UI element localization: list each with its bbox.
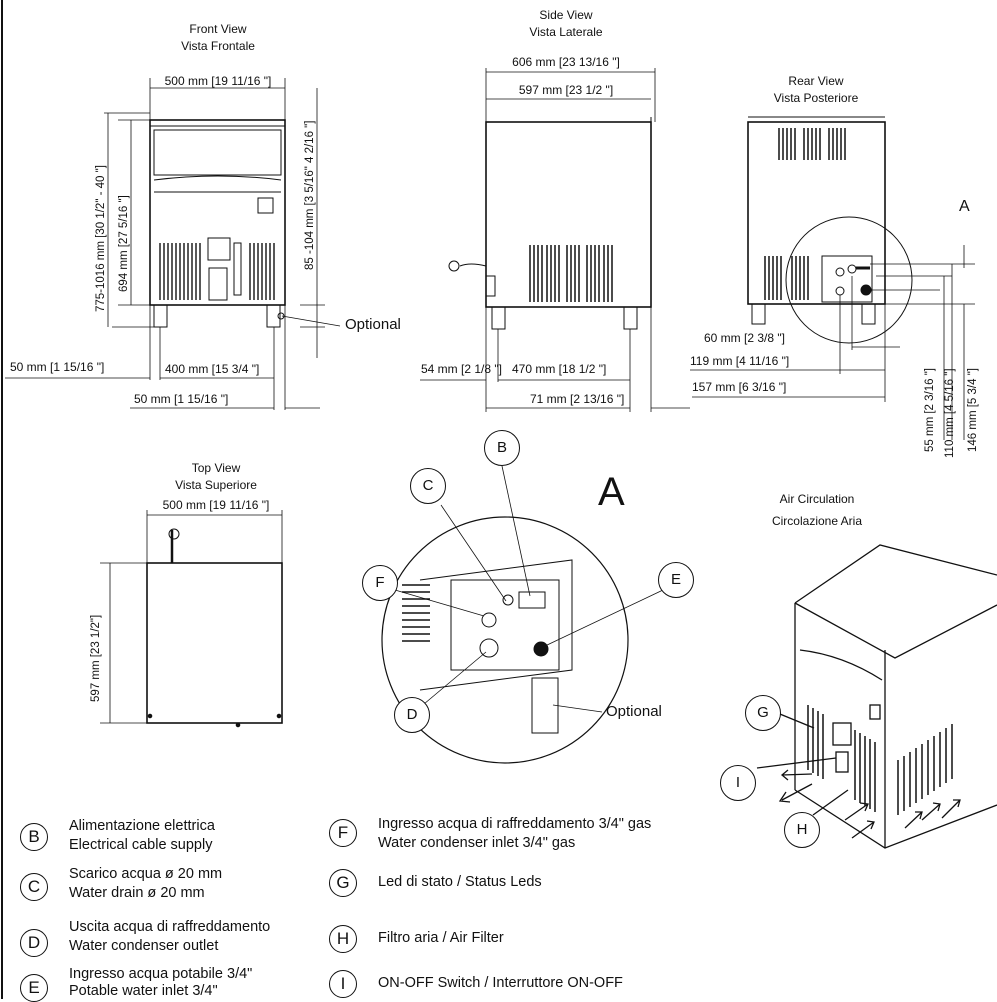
legend-d-line2: Water condenser outlet xyxy=(69,938,219,954)
side-overall-dim: 606 mm [23 13/16 "] xyxy=(512,55,620,69)
legend-e-line1: Ingresso acqua potabile 3/4" xyxy=(69,966,253,982)
rear-view-dimensions xyxy=(690,245,975,440)
air-circulation-title-it: Circolazione Aria xyxy=(771,514,863,528)
legend-d-letter: D xyxy=(20,929,48,957)
rear-view-title-it: Vista Posteriore xyxy=(773,91,859,105)
legend-i-line1: ON-OFF Switch / Interruttore ON-OFF xyxy=(378,975,623,991)
detail-a-title: A xyxy=(598,470,625,514)
legend-f-line1: Ingresso acqua di raffreddamento 3/4" ga… xyxy=(378,816,652,832)
detail-a-leaders xyxy=(394,465,664,713)
top-width-dim: 500 mm [19 11/16 "] xyxy=(162,498,270,512)
side-view-title-it: Vista Laterale xyxy=(529,25,603,39)
callout-b: B xyxy=(484,430,520,466)
side-leg-span-dim: 470 mm [18 1/2 "] xyxy=(512,362,607,376)
side-left-offset-dim: 54 mm [2 1/8 "] xyxy=(421,362,502,376)
legend-h-line1: Filtro aria / Air Filter xyxy=(378,930,504,946)
front-leg-dim: 85 -104 mm [3 5/16" 4 2/16 "] xyxy=(304,120,316,270)
callout-c: C xyxy=(410,468,446,504)
legend-e-letter: E xyxy=(20,974,48,1002)
legend-c-letter: C xyxy=(20,873,48,901)
side-view-title-en: Side View xyxy=(539,8,593,22)
front-view-drawing xyxy=(149,119,286,328)
air-circulation-title-en: Air Circulation xyxy=(779,492,855,506)
rear-55-dim: 55 mm [2 3/16 "] xyxy=(924,368,936,452)
legend-b-line2: Electrical cable supply xyxy=(69,837,213,853)
top-view-title-en: Top View xyxy=(191,461,241,475)
front-right-offset-dim: 50 mm [1 15/16 "] xyxy=(134,392,229,406)
callout-g: G xyxy=(745,695,781,731)
side-view-drawing xyxy=(448,117,652,330)
legend-d-line1: Uscita acqua di raffreddamento xyxy=(69,919,271,935)
front-leg-span-dim: 400 mm [15 3/4 "] xyxy=(165,362,260,376)
legend-h-letter: H xyxy=(329,925,357,953)
side-right-offset-dim: 71 mm [2 13/16 "] xyxy=(530,392,625,406)
top-view-title-it: Vista Superiore xyxy=(175,478,257,492)
detail-a-drawing xyxy=(381,516,629,764)
legend-e-line2: Potable water inlet 3/4" xyxy=(69,983,218,999)
rear-119-dim: 119 mm [4 11/16 "] xyxy=(690,354,790,368)
top-view-drawing xyxy=(146,528,283,728)
front-view-title-it: Vista Frontale xyxy=(181,39,255,53)
side-view-dimensions xyxy=(420,68,690,412)
legend-i-letter: I xyxy=(329,970,357,998)
callout-f: F xyxy=(362,565,398,601)
detail-a-marker: A xyxy=(959,198,970,215)
rear-157-dim: 157 mm [6 3/16 "] xyxy=(692,380,787,394)
front-view-title-en: Front View xyxy=(189,22,247,36)
legend-g-letter: G xyxy=(329,869,357,897)
callout-h: H xyxy=(784,812,820,848)
rear-view-drawing xyxy=(747,116,913,344)
legend-b-letter: B xyxy=(20,823,48,851)
optional-note-front: Optional xyxy=(345,316,401,333)
front-height-body-dim: 694 mm [27 5/16 "] xyxy=(118,195,130,292)
optional-note-detail: Optional xyxy=(606,703,662,720)
legend-g-line1: Led di stato / Status Leds xyxy=(378,874,542,890)
rear-view-title-en: Rear View xyxy=(788,74,844,88)
legend-c-line1: Scarico acqua ø 20 mm xyxy=(69,866,223,882)
air-circulation-drawing xyxy=(756,544,997,849)
legend-f-line2: Water condenser inlet 3/4" gas xyxy=(378,835,576,851)
callout-i: I xyxy=(720,765,756,801)
front-view-dimensions xyxy=(5,78,341,410)
top-depth-dim: 597 mm [23 1/2"] xyxy=(90,614,102,702)
rear-110-dim: 110 mm [4 5/16 "] xyxy=(944,368,956,458)
callout-d: D xyxy=(394,697,430,733)
front-width-dim: 500 mm [19 11/16 "] xyxy=(164,74,272,88)
callout-e: E xyxy=(658,562,694,598)
front-height-total-dim: 775-1016 mm [30 1/2" - 40 "] xyxy=(95,165,107,312)
front-left-offset-dim: 50 mm [1 15/16 "] xyxy=(10,360,105,374)
side-body-dim: 597 mm [23 1/2 "] xyxy=(518,83,614,97)
rear-146-dim: 146 mm [5 3/4 "] xyxy=(967,368,979,452)
top-view-dimensions xyxy=(100,510,283,724)
legend-c-line2: Water drain ø 20 mm xyxy=(69,885,205,901)
legend-f-letter: F xyxy=(329,819,357,847)
legend-b-line1: Alimentazione elettrica xyxy=(69,818,215,834)
rear-60-dim: 60 mm [2 3/8 "] xyxy=(704,331,785,345)
